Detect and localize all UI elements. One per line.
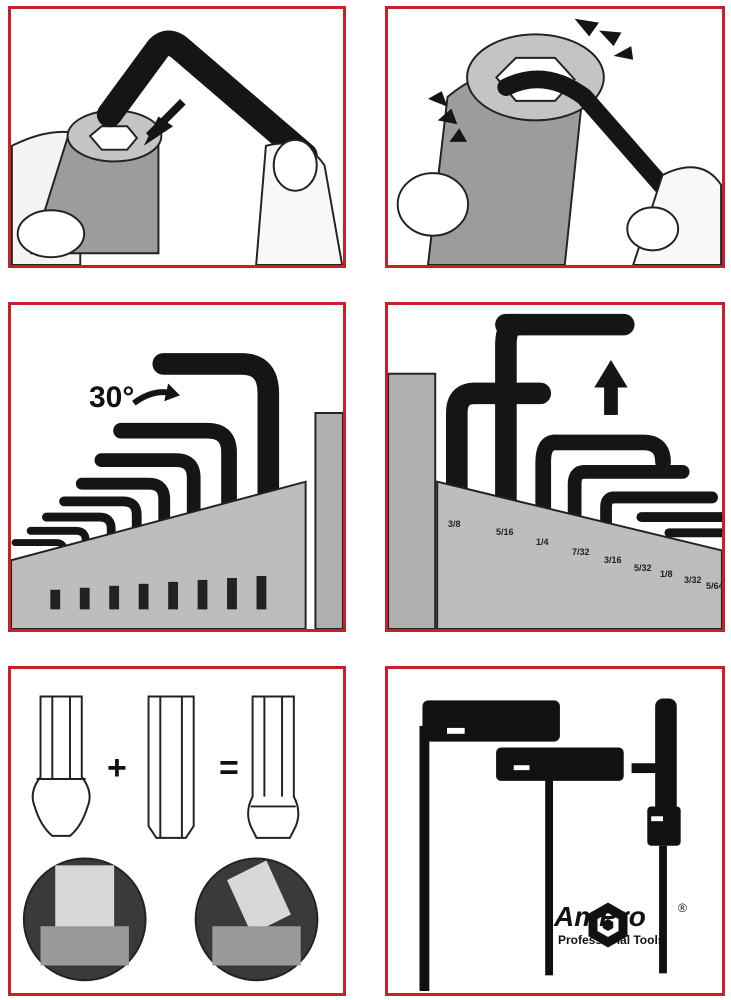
panel-brand-silhouettes: AmPro ® Professional Tools [385,666,725,996]
ball-hex-illustration [22,695,319,982]
size-label-1-8: 1/8 [660,569,673,579]
size-label-5-32: 5/32 [634,563,652,573]
size-label-5-16: 5/16 [496,527,514,537]
size-label-3-8: 3/8 [448,519,461,529]
t-handle-silhouettes [419,698,681,992]
brand-tagline: Professional Tools [558,933,665,947]
insert-key-illustration [11,30,343,265]
lift-key-illustration [388,313,722,629]
tilt-angle-label: 30° [89,381,135,414]
panel-tilt-key: 30° [8,302,346,632]
panel-lift-key: 3/8 5/16 1/4 7/32 3/16 5/32 1/8 3/32 5/6… [385,302,725,632]
size-label-7-32: 7/32 [572,547,590,557]
registered-mark: ® [678,901,687,915]
size-label-3-16: 3/16 [604,555,622,565]
brand-name: AmPro [554,901,646,932]
plus-symbol: + [107,749,127,787]
equals-symbol: = [219,749,239,787]
snap-key-illustration [396,18,722,265]
panel-ball-hex-combo: + = [8,666,346,996]
panel-insert-key [8,6,346,268]
size-label-3-32: 3/32 [684,575,702,585]
hex-logo-icon [588,902,628,948]
size-label-1-4: 1/4 [536,537,549,547]
tilt-key-illustration [11,353,343,629]
ampro-logo: AmPro ® Professional Tools [518,901,698,949]
panel-snap-key [385,6,725,268]
size-label-5-64: 5/64 [706,581,724,591]
